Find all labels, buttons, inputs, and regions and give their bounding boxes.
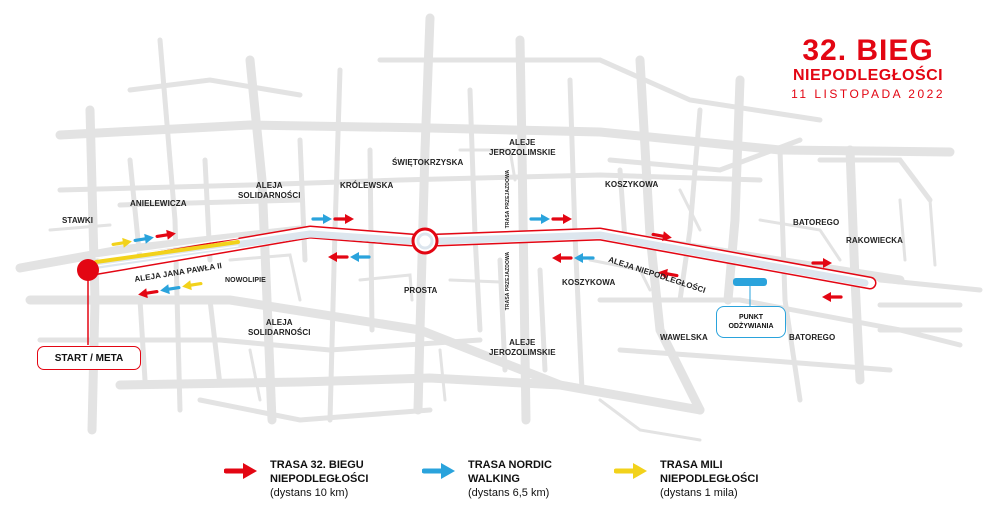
street-label-wawelska: WAWELSKA — [660, 333, 708, 342]
run-arrow-icon — [811, 258, 832, 268]
legend-nordic-name-1: TRASA NORDIC — [468, 459, 552, 471]
nordic-arrow-icon — [311, 214, 332, 224]
event-date: 11 LISTOPADA 2022 — [791, 87, 945, 101]
title-line-2: NIEPODLEGŁOŚCI — [792, 67, 944, 84]
street-label-koszykowa-top: KOSZYKOWA — [605, 180, 659, 189]
feed-point-marker — [733, 278, 767, 286]
title-line-1: 32. BIEG — [802, 34, 934, 67]
nordic-arrow-icon — [574, 253, 595, 263]
nordic-arrow-icon — [133, 233, 154, 244]
street-label-trasa-przejazdowa-bottom: TRASA PRZEJAZDOWA — [505, 251, 512, 311]
legend-item-mile: TRASA MILI NIEPODLEGŁOŚCI (dystans 1 mil… — [614, 458, 758, 500]
run-arrow-icon — [658, 268, 679, 279]
street-label-trasa-przejazdowa-top: TRASA PRZEJAZDOWA — [505, 169, 512, 229]
street-label-batorego-bottom: BATOREGO — [789, 333, 836, 342]
legend-item-run: TRASA 32. BIEGU NIEPODLEGŁOŚCI (dystans … — [224, 458, 368, 500]
legend-run-distance: (dystans 10 km) — [270, 487, 349, 499]
nordic-arrow-icon — [529, 214, 550, 224]
nordic-arrow-icon — [350, 252, 371, 262]
run-arrow-icon — [551, 214, 572, 224]
legend-nordic-distance: (dystans 6,5 km) — [468, 487, 550, 499]
street-label-anielewicza: ANIELEWICZA — [130, 199, 187, 208]
run-arrow-icon — [328, 252, 349, 262]
blue-arrow-icon — [422, 463, 455, 479]
run-arrow-icon — [552, 253, 573, 263]
red-arrow-icon — [224, 463, 257, 479]
run-arrow-icon — [333, 214, 354, 224]
street-label-stawki: STAWKI — [62, 216, 94, 225]
street-label-krolewska: KRÓLEWSKA — [340, 181, 394, 190]
legend-mile-distance: (dystans 1 mila) — [660, 487, 738, 499]
event-title: 32. BIEG NIEPODLEGŁOŚCI 11 LISTOPADA 202… — [791, 36, 945, 102]
street-label-rakowiecka: RAKOWIECKA — [846, 236, 903, 245]
street-label-prosta: PROSTA — [404, 286, 438, 295]
mile-route-line — [94, 240, 240, 264]
run-arrow-icon — [155, 229, 176, 240]
start-finish-label: START / META — [37, 346, 141, 370]
legend-item-nordic: TRASA NORDIC WALKING (dystans 6,5 km) — [422, 458, 552, 500]
street-label-batorego-top: BATOREGO — [793, 218, 840, 227]
legend-mile-name-1: TRASA MILI — [660, 459, 723, 471]
street-label-nowolipie: NOWOLIPIE — [225, 277, 266, 284]
street-label-koszykowa-bottom: KOSZYKOWA — [562, 278, 616, 287]
legend-run-name-1: TRASA 32. BIEGU — [270, 459, 364, 471]
legend-run-name-2: NIEPODLEGŁOŚCI — [270, 473, 369, 485]
nordic-arrow-icon — [160, 284, 181, 295]
start-marker — [77, 259, 99, 345]
route-corridor — [81, 225, 877, 290]
mile-arrow-icon — [111, 237, 132, 248]
yellow-arrow-icon — [614, 463, 647, 479]
run-arrow-icon — [138, 288, 159, 299]
mile-arrow-icon — [182, 280, 203, 291]
run-arrow-icon — [822, 292, 843, 302]
direction-arrows — [111, 214, 843, 302]
legend-mile-name-2: NIEPODLEGŁOŚCI — [660, 473, 759, 485]
street-label-swietokrzyska: ŚWIĘTOKRZYSKA — [392, 158, 464, 167]
run-arrow-icon — [651, 231, 672, 242]
legend-nordic-name-2: WALKING — [468, 473, 520, 485]
